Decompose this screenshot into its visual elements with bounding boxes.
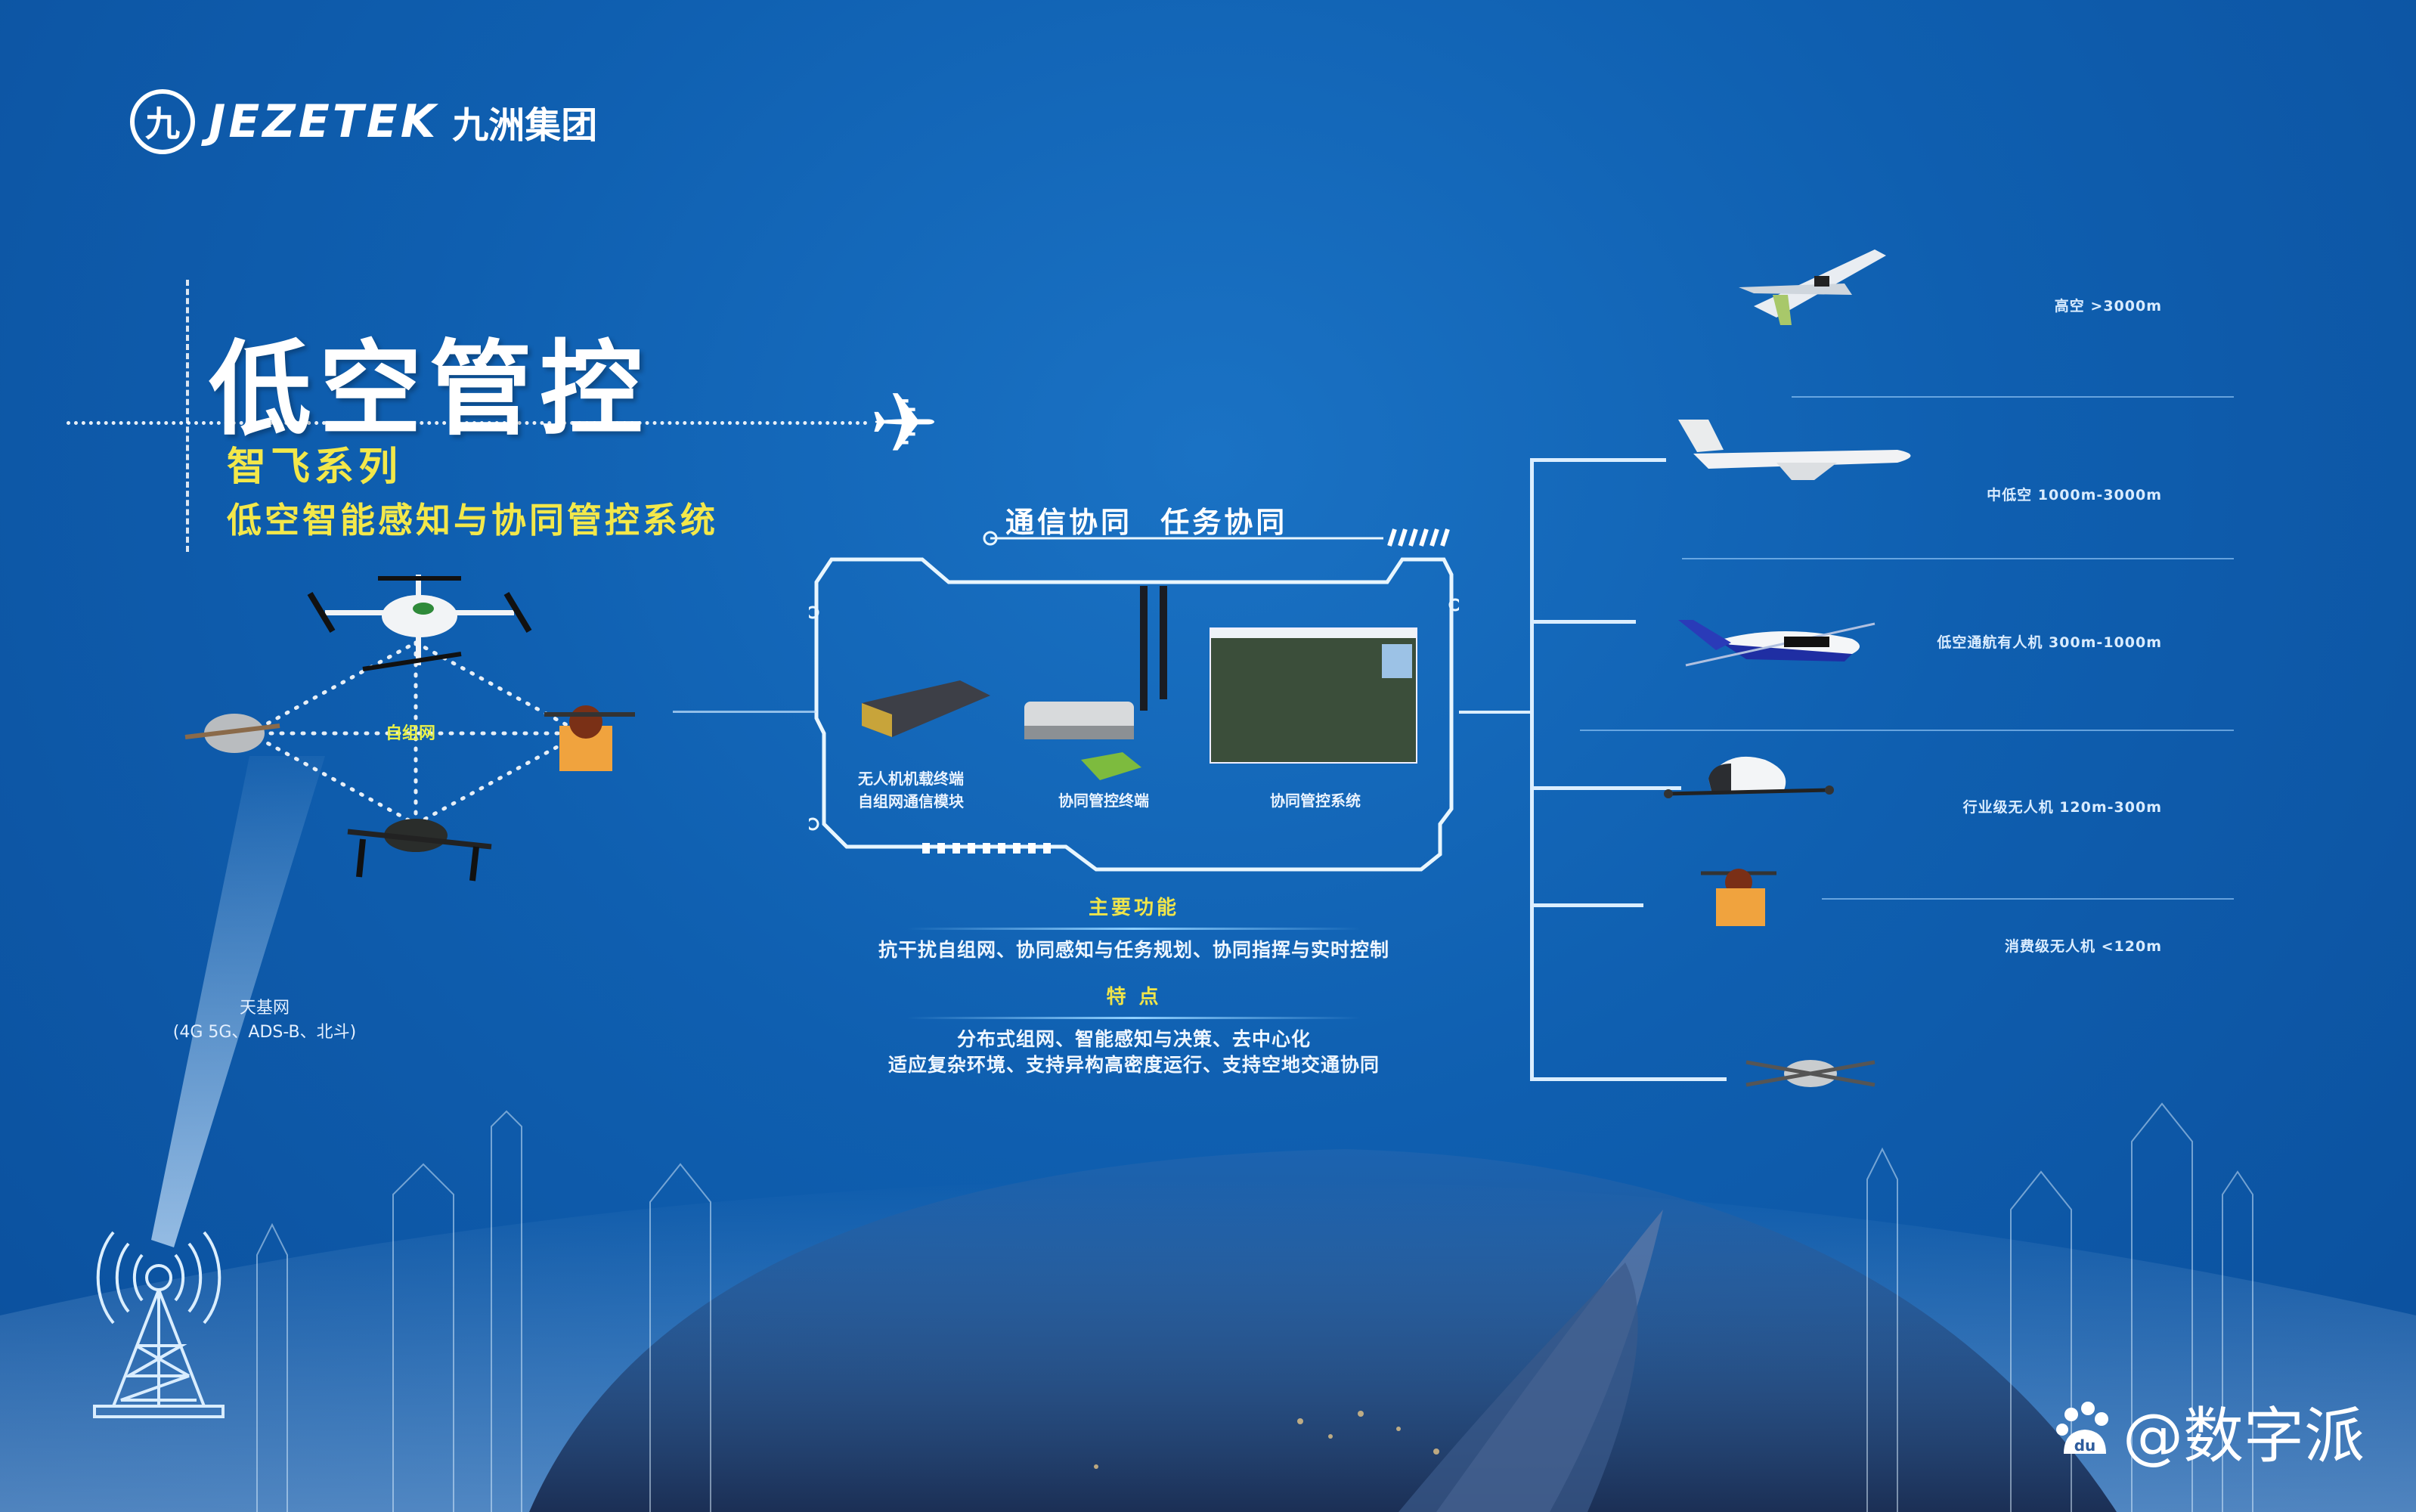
svg-text:du: du xyxy=(2074,1436,2096,1455)
brand-name-cn: 九洲集团 xyxy=(452,104,598,147)
evtol-passenger-drone-icon xyxy=(1664,756,1834,798)
control-terminal-image xyxy=(1009,696,1141,748)
connector-line-left xyxy=(673,711,816,713)
functions-heading: 主要功能 xyxy=(1088,897,1179,919)
altitude-separator xyxy=(1792,396,2234,398)
altitude-label-industrial-uav: 行业级无人机 120m-300m xyxy=(1962,799,2162,816)
airplane-icon: ✈ xyxy=(869,375,940,472)
functions-section: 主要功能 抗干扰自组网、协同感知与任务规划、协同指挥与实时控制 特 点 分布式组… xyxy=(816,892,1451,1078)
divider xyxy=(907,928,1361,930)
altitude-tree-trunk xyxy=(1530,458,1534,1080)
product-label-airborne: 无人机机载终端 自组网通信模块 xyxy=(858,770,964,810)
gray-drone-icon xyxy=(184,714,280,753)
features-line-2: 适应复杂环境、支持异构高密度运行、支持空地交通协同 xyxy=(887,1054,1380,1076)
brand-logo: 九 JEZETEK 九洲集团 xyxy=(130,89,597,154)
tree-branch xyxy=(1530,620,1636,624)
altitude-label-high: 高空 >3000m xyxy=(2054,298,2162,314)
city-globe-background xyxy=(0,1102,2416,1512)
altitude-label-mid: 中低空 1000m-3000m xyxy=(1987,487,2162,503)
antenna-image xyxy=(1134,586,1179,714)
control-system-screenshot xyxy=(1210,627,1417,764)
altitude-separator xyxy=(1682,558,2234,559)
airborne-terminal-image xyxy=(847,673,998,741)
baidu-paw-icon: du xyxy=(2056,1402,2108,1455)
comm-module-image xyxy=(1077,748,1145,782)
vertical-dashed-divider xyxy=(186,280,189,552)
connector-line-right xyxy=(1459,711,1532,714)
altitude-separator xyxy=(1580,730,2234,731)
watermark-text: @数字派 xyxy=(2123,1401,2365,1471)
features-heading: 特 点 xyxy=(1106,986,1162,1009)
dark-drone-icon xyxy=(347,819,492,881)
product-label-terminal: 协同管控终端 xyxy=(1058,792,1149,810)
consumer-drone-icon xyxy=(1745,1060,1875,1087)
product-label-system: 协同管控系统 xyxy=(1270,792,1361,810)
jezetek-logo-icon: 九 xyxy=(130,89,195,154)
product-panel-frame xyxy=(809,528,1459,872)
divider xyxy=(907,1017,1361,1019)
mesh-network-label: 自组网 xyxy=(386,724,436,743)
watermark: du @数字派 xyxy=(2055,1387,2365,1475)
delivery-drone-icon xyxy=(1701,869,1776,926)
panel-title: 通信协同 任务协同 xyxy=(1005,506,1288,539)
signal-beam xyxy=(151,756,325,1247)
horizontal-dotted-flightpath xyxy=(67,421,868,425)
altitude-separator xyxy=(1822,898,2234,900)
tree-branch xyxy=(1530,903,1643,907)
drone-mesh-network xyxy=(184,575,635,881)
helicopter-icon xyxy=(1678,620,1875,667)
altitude-label-consumer-uav: 消费级无人机 <120m xyxy=(2005,938,2162,955)
page-title: 低空管控 xyxy=(209,330,650,450)
delivery-drone-icon xyxy=(544,705,635,771)
tree-branch xyxy=(1530,786,1681,790)
features-line-1: 分布式组网、智能感知与决策、去中心化 xyxy=(956,1028,1311,1050)
functions-text: 抗干扰自组网、协同感知与任务规划、协同指挥与实时控制 xyxy=(878,939,1389,961)
brand-name-en: JEZETEK xyxy=(209,95,439,148)
altitude-label-general-aviation: 低空通航有人机 300m-1000m xyxy=(1937,634,2162,651)
airliner-icon xyxy=(1739,249,1886,325)
quadcopter-icon xyxy=(307,575,532,671)
series-name: 智飞系列 xyxy=(227,445,403,490)
tree-branch xyxy=(1530,458,1666,462)
tree-branch xyxy=(1530,1077,1727,1081)
ground-network-label: 天基网 (4G 5G、ADS-B、北斗) xyxy=(172,999,357,1042)
system-name: 低空智能感知与协同管控系统 xyxy=(227,500,718,541)
business-jet-icon xyxy=(1678,420,1911,480)
